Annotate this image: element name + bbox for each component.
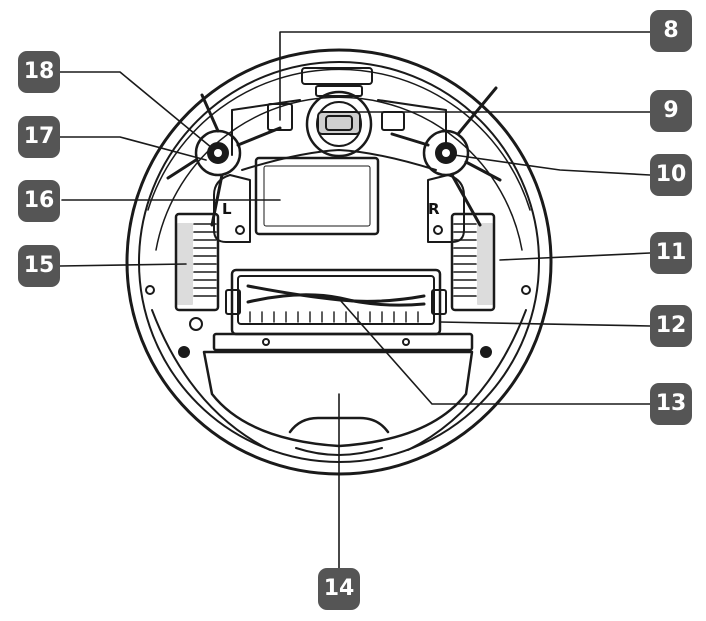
callout-9: 9 (650, 90, 692, 132)
callout-8: 8 (650, 10, 692, 52)
right-side-brush (390, 86, 502, 227)
brush-guard-bar (212, 332, 474, 352)
dust-bin (202, 350, 474, 448)
callout-11: 11 (650, 232, 692, 274)
right-drive-wheel (450, 212, 496, 312)
battery-cover (254, 156, 380, 236)
body-bumper-arc (147, 68, 531, 211)
left-side-label: L (222, 200, 232, 218)
leader-lines (59, 31, 651, 569)
left-wheel-housing (213, 174, 251, 243)
left-drive-wheel (174, 212, 220, 312)
left-side-brush (166, 93, 282, 227)
callout-13: 13 (650, 383, 692, 425)
right-side-label: R (428, 200, 440, 218)
front-caster-wheel (305, 90, 373, 158)
callout-10: 10 (650, 154, 692, 196)
callout-16: 16 (18, 180, 60, 222)
callout-18: 18 (18, 51, 60, 93)
callout-12: 12 (650, 305, 692, 347)
callout-17: 17 (18, 116, 60, 158)
main-brush-assembly (225, 268, 447, 336)
callout-15: 15 (18, 245, 60, 287)
callout-14: 14 (318, 568, 360, 610)
